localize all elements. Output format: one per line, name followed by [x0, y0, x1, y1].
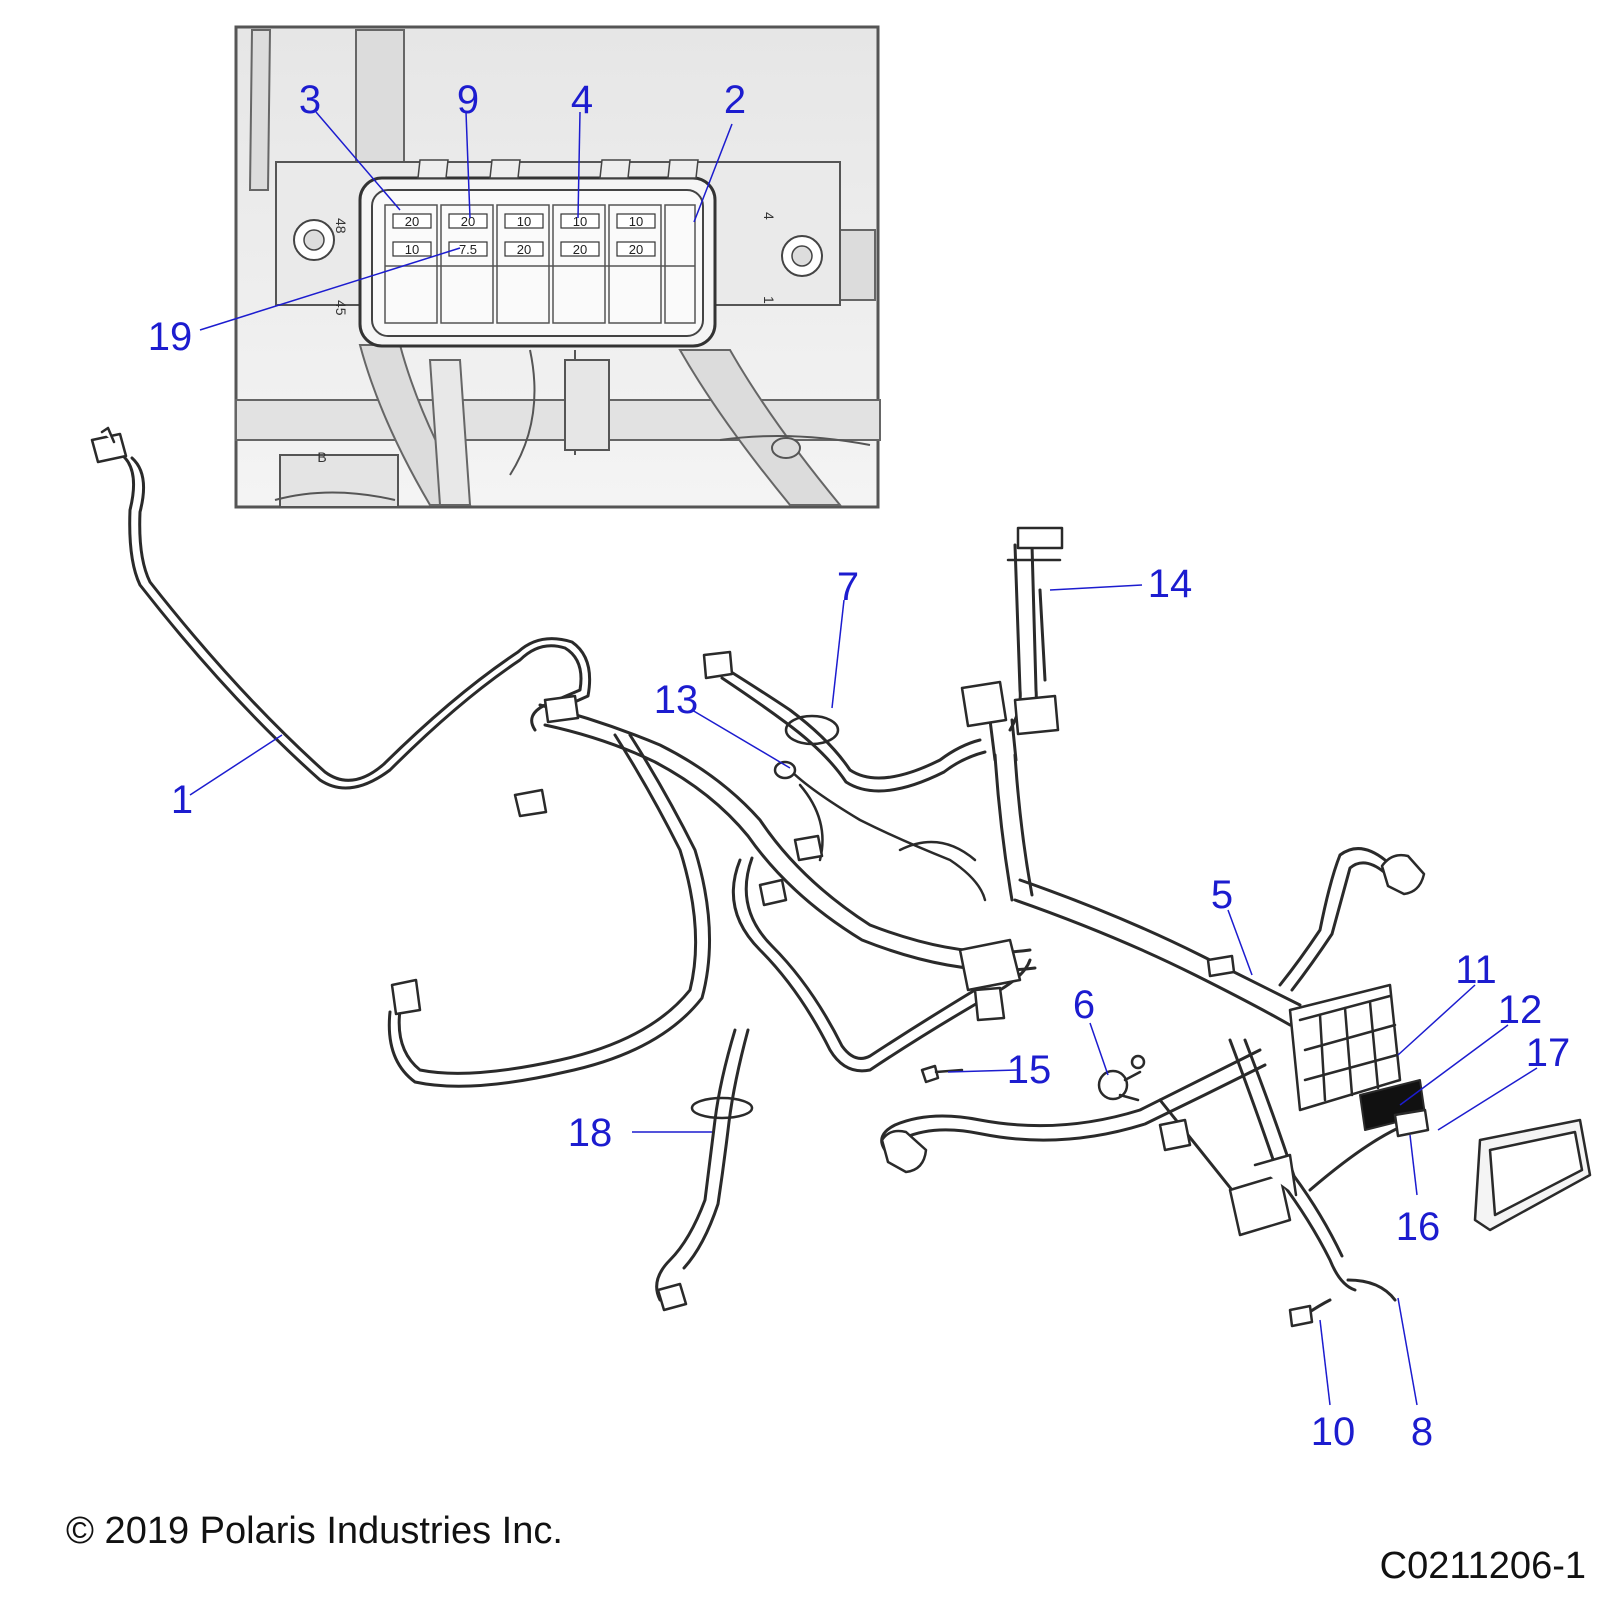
fuse-bottom-row: 10 7.5 20 20 20 — [392, 241, 656, 257]
fuse-label: 10 — [629, 214, 643, 229]
relay-icon — [960, 680, 1060, 736]
fuse-label: 20 — [461, 214, 475, 229]
connector-icon — [702, 650, 734, 680]
pin-label: 45 — [333, 300, 349, 316]
bolt-icon — [920, 1064, 964, 1084]
fuse-label: 10 — [573, 214, 587, 229]
connector-icon — [390, 978, 422, 1016]
relay-icon — [1158, 1118, 1192, 1152]
main-harness — [90, 426, 1592, 1328]
fuse-label: 10 — [405, 242, 419, 257]
fuse-label: 20 — [629, 242, 643, 257]
callout-8: 8 — [1411, 1410, 1433, 1454]
connector-icon — [880, 1129, 928, 1174]
fuse-label: 10 — [517, 214, 531, 229]
harness-branch-18 — [655, 1028, 754, 1302]
harness-branch-6 — [880, 1048, 1282, 1213]
callout-15: 15 — [1007, 1048, 1052, 1092]
callout-9: 9 — [457, 78, 479, 122]
callout-6: 6 — [1073, 983, 1095, 1027]
connector-icon — [656, 1282, 688, 1312]
fuse-box-inset: 20 20 10 10 10 10 7.5 20 20 20 48 45 4 1… — [234, 25, 881, 509]
callout-13: 13 — [654, 678, 699, 722]
junction-block — [958, 938, 1022, 1022]
relay-icon — [1228, 1153, 1298, 1237]
callout-3: 3 — [299, 78, 321, 122]
fuse-top-row: 20 20 10 10 10 — [392, 213, 656, 229]
callout-11: 11 — [1455, 948, 1497, 992]
pin-label: 48 — [333, 218, 349, 234]
harness-branch-1 — [120, 453, 592, 790]
callout-1: 1 — [171, 778, 193, 822]
callout-7: 7 — [837, 565, 859, 609]
connector-icon — [1380, 853, 1426, 896]
harness-branch-13 — [773, 760, 987, 902]
leader-lines — [189, 111, 1538, 1406]
callout-18: 18 — [568, 1111, 613, 1155]
drawing-number: C0211206-1 — [1379, 1545, 1586, 1587]
fuse-label: 20 — [573, 242, 587, 257]
callout-16: 16 — [1396, 1205, 1441, 1249]
callout-5: 5 — [1211, 873, 1233, 917]
connector-icon — [1006, 526, 1064, 562]
fuse-label: 7.5 — [459, 242, 477, 257]
panel-letter: B — [317, 449, 326, 465]
callout-19: 19 — [148, 315, 193, 359]
connector-icon — [513, 694, 1236, 978]
callout-14: 14 — [1148, 562, 1193, 606]
fuse-block — [1288, 983, 1402, 1112]
copyright-notice: © 2019 Polaris Industries Inc. — [66, 1510, 563, 1552]
pin-label: 4 — [761, 212, 777, 220]
callout-2: 2 — [724, 78, 746, 122]
callout-17: 17 — [1526, 1031, 1571, 1075]
connector-icon — [1393, 1108, 1430, 1138]
callout-12: 12 — [1498, 988, 1543, 1032]
harness-trunk — [538, 703, 1302, 1027]
connector-icon — [1288, 1304, 1314, 1328]
fuse-label: 20 — [405, 214, 419, 229]
callout-10: 10 — [1311, 1410, 1356, 1454]
harness-branch-7 — [718, 663, 987, 793]
module-box — [1473, 1118, 1592, 1232]
harness-right-branch — [1278, 847, 1387, 992]
harness-left-loop — [387, 733, 711, 1088]
callout-4: 4 — [571, 78, 593, 122]
fuse-label: 20 — [517, 242, 531, 257]
connector-icon — [90, 426, 128, 464]
callout-labels: 1 2 3 4 5 6 7 8 9 10 11 12 13 14 15 16 1… — [148, 78, 1571, 1454]
pin-label: 1 — [761, 296, 777, 304]
horn-icon — [1097, 1054, 1146, 1102]
